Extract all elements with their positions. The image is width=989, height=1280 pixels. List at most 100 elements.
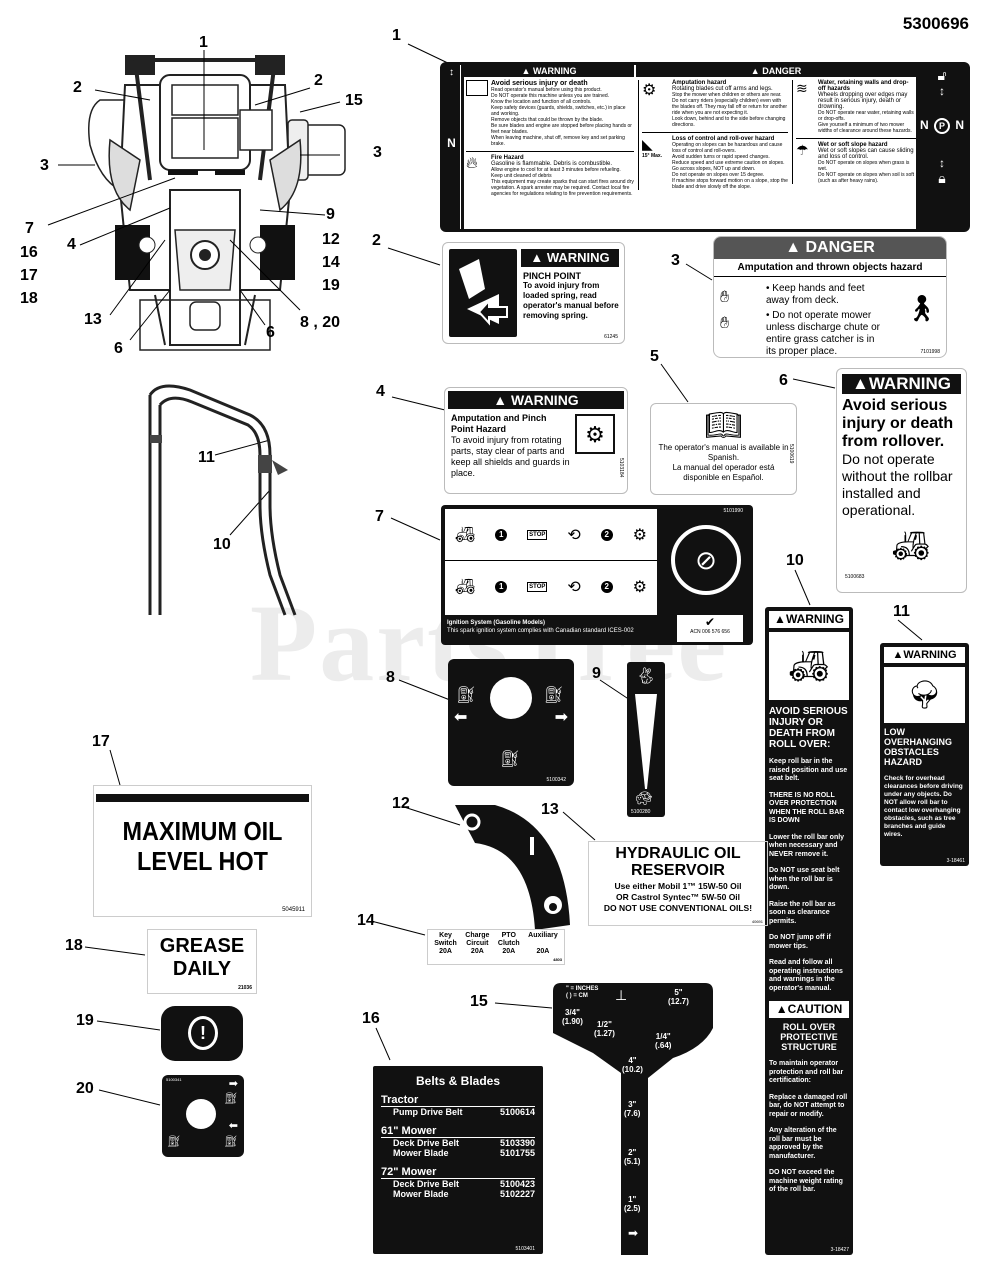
decal-13-line2: OR Castrol Syntec™ 5W-50 Oil: [615, 892, 741, 902]
callout-11a: 11: [198, 449, 215, 466]
gauge-mark-1-4: 1/4"(.64): [655, 1032, 672, 1050]
decal-17-line2: LEVEL HOT: [137, 846, 268, 876]
decal-10-para: Keep roll bar in the raised position and…: [769, 758, 848, 782]
decal-1-wet-line: Do NOT operate on slopes when grass is w…: [818, 160, 910, 172]
callout-12a: 12: [322, 231, 340, 248]
decal-1-avoid-line: Be sure blades and engine are stopped be…: [491, 123, 632, 135]
callout-13b: 13: [541, 801, 559, 818]
decal-6-code: 5100683: [845, 574, 865, 580]
decal-10-para: Do NOT jump off if mower tips.: [769, 934, 831, 950]
water-dropoff-icon: ≋: [796, 80, 808, 96]
decal-17-top-bar: [96, 794, 309, 802]
decal-10-caution-para: Replace a damaged roll bar, do NOT attem…: [769, 1093, 848, 1118]
decal-7-code: 5101990: [723, 508, 743, 514]
callout-7a: 7: [25, 220, 34, 237]
fuel-off-icon: ⛽︎: [500, 751, 521, 768]
decal-1-fire-title: Fire Hazard: [491, 155, 524, 161]
decal-5-code: 5100619: [788, 444, 794, 464]
decal-10-caution-header: ▲CAUTION: [769, 1001, 849, 1018]
decal-2-text: To avoid injury from loaded spring, read…: [523, 281, 619, 320]
lock-open-icon: 🔓︎: [937, 67, 947, 83]
manual-book-icon: [466, 80, 488, 96]
decal-10-caution-para: DO NOT exceed the machine weight rating …: [769, 1169, 843, 1193]
decal-15-legend: " = INCHES ( ) = CM: [566, 986, 598, 1000]
decal-1-col2: ⚙︎ Amputation hazard Rotating blades cut…: [638, 80, 788, 190]
decal-1-p-icon: P: [934, 118, 950, 134]
fuel-tank-left-icon: ⛽︎: [456, 687, 477, 704]
decal-1-col1: Avoid serious injury or death Read opera…: [466, 80, 634, 197]
decal-7-instructions: 🚜︎ 1 STOP ⟲ 2 ⚙︎ 🚜︎ 1 STOP ⟲ 2 ⚙︎: [445, 509, 657, 615]
decal-13-code: 40691: [751, 919, 763, 924]
callout-2a: 2: [73, 79, 82, 96]
hand-blade-icon: ✋︎✋︎: [720, 289, 730, 332]
decal-2: ▲ WARNING PINCH POINT To avoid injury fr…: [442, 242, 625, 344]
decal-4-header: ▲ WARNING: [448, 391, 624, 409]
speed-wedge: [635, 694, 657, 789]
decal-17-line1: MAXIMUM OIL: [122, 816, 283, 846]
decal-1-loss-line: Go across slopes, NOT up and down.: [672, 166, 756, 172]
decal-10-para: Raise the roll bar as soon as clearance …: [769, 900, 836, 925]
decal-11-text: Check for overhead clearances before dri…: [884, 775, 963, 838]
callout-12b: 12: [392, 795, 410, 812]
decal-7-ignition-title: Ignition System (Gasoline Models): [447, 620, 546, 626]
decal-17: MAXIMUM OIL LEVEL HOT 5045911: [93, 785, 312, 917]
rider-children-icon: ⚙︎: [642, 82, 657, 99]
callout-6b: 6: [266, 324, 275, 341]
decal-10-caution-para: To maintain operator protection and roll…: [769, 1060, 844, 1084]
callout-8: 8: [386, 669, 395, 686]
step2-marker: 2: [600, 528, 613, 541]
fuel-tank-right-icon: ⛽︎: [543, 687, 564, 704]
decal-13-line3: DO NOT USE CONVENTIONAL OILS!: [603, 903, 753, 913]
decal-5-text2: La manual del operador está disponible e…: [672, 463, 775, 482]
decal-1-loss-line: Do not operate on slopes over 15 degree.: [672, 172, 765, 178]
fuel-off-icon: ⛽︎: [167, 1136, 181, 1148]
decal-10-para: THERE IS NO ROLL OVER PROTECTION WHEN TH…: [769, 791, 845, 825]
rabbit-fast-icon: 🐇︎: [636, 668, 657, 685]
decal-1-loss-line: Avoid sudden turns or rapid speed change…: [672, 154, 770, 160]
decal-7-acn: ACN 006 576 656: [690, 629, 730, 635]
arrow-left-icon: ⬅: [454, 709, 468, 726]
stop-sign: STOP: [527, 529, 548, 540]
thrown-object-icon: 🚶︎: [904, 293, 938, 323]
decal-4: ▲ WARNING Amputation and Pinch Point Haz…: [444, 387, 628, 494]
decal-16-section-heading: 72" Mower: [381, 1166, 437, 1178]
decal-3-code: 7101998: [920, 349, 940, 355]
gauge-mark-5: 5"(12.7): [668, 988, 689, 1006]
decal-1-wet-text: Wet or soft slopes can cause sliding and…: [818, 148, 914, 160]
step2-marker: 2: [600, 581, 613, 593]
rollover-tractor-icon: 🚜︎: [769, 632, 849, 700]
decal-4-title: Amputation and Pinch Point Hazard: [451, 413, 547, 434]
decal-10-caution-title: ROLL OVER PROTECTIVE STRUCTURE: [780, 1022, 838, 1052]
callout-2b: 2: [314, 72, 323, 89]
callout-17a: 17: [20, 267, 38, 284]
step1-marker: 1: [495, 528, 508, 541]
decal-1-loss-title: Loss of control and roll-over hazard: [672, 136, 775, 142]
decal-1-amp-line: Stop the mower when children or others a…: [672, 92, 782, 98]
decal-10-para: Read and follow all operating instructio…: [769, 959, 843, 992]
decal-9: 🐇︎ 🐢︎ 5100280: [627, 662, 665, 817]
rotating-part-icon: ⚙︎: [575, 414, 615, 454]
oil-pressure-icon: !: [188, 1016, 218, 1050]
decal-1-amp-line: Look down, behind and to the side before…: [672, 116, 786, 128]
decal-11-header: ▲WARNING: [884, 647, 965, 663]
decal-7: 5101990 🚜︎ 1 STOP ⟲ 2 ⚙︎ 🚜︎ 1 STOP ⟲ 2 ⚙…: [441, 505, 753, 645]
decal-1-fire-text: Gasoline is flammable. Debris is combust…: [491, 161, 613, 167]
rollbar-handle-drawing: [148, 384, 297, 616]
decal-1-water-text: Wheels dropping over edges may result in…: [818, 92, 908, 110]
decal-11-code: 3-18461: [946, 858, 965, 864]
callout-1b: 1: [392, 27, 401, 44]
callout-6c: 6: [779, 372, 788, 389]
callout-16b: 16: [362, 1010, 380, 1027]
key-hole: [490, 677, 532, 719]
decal-10-code: 3-18427: [830, 1247, 849, 1253]
decal-3-bullet-2: • Do not operate mower unless discharge …: [766, 310, 880, 357]
decal-1-n-right1: N: [920, 118, 929, 132]
decal-1-loss-text: Operating on slopes can be hazardous and…: [672, 142, 783, 154]
decal-4-text: To avoid injury from rotating parts, sta…: [451, 435, 570, 478]
